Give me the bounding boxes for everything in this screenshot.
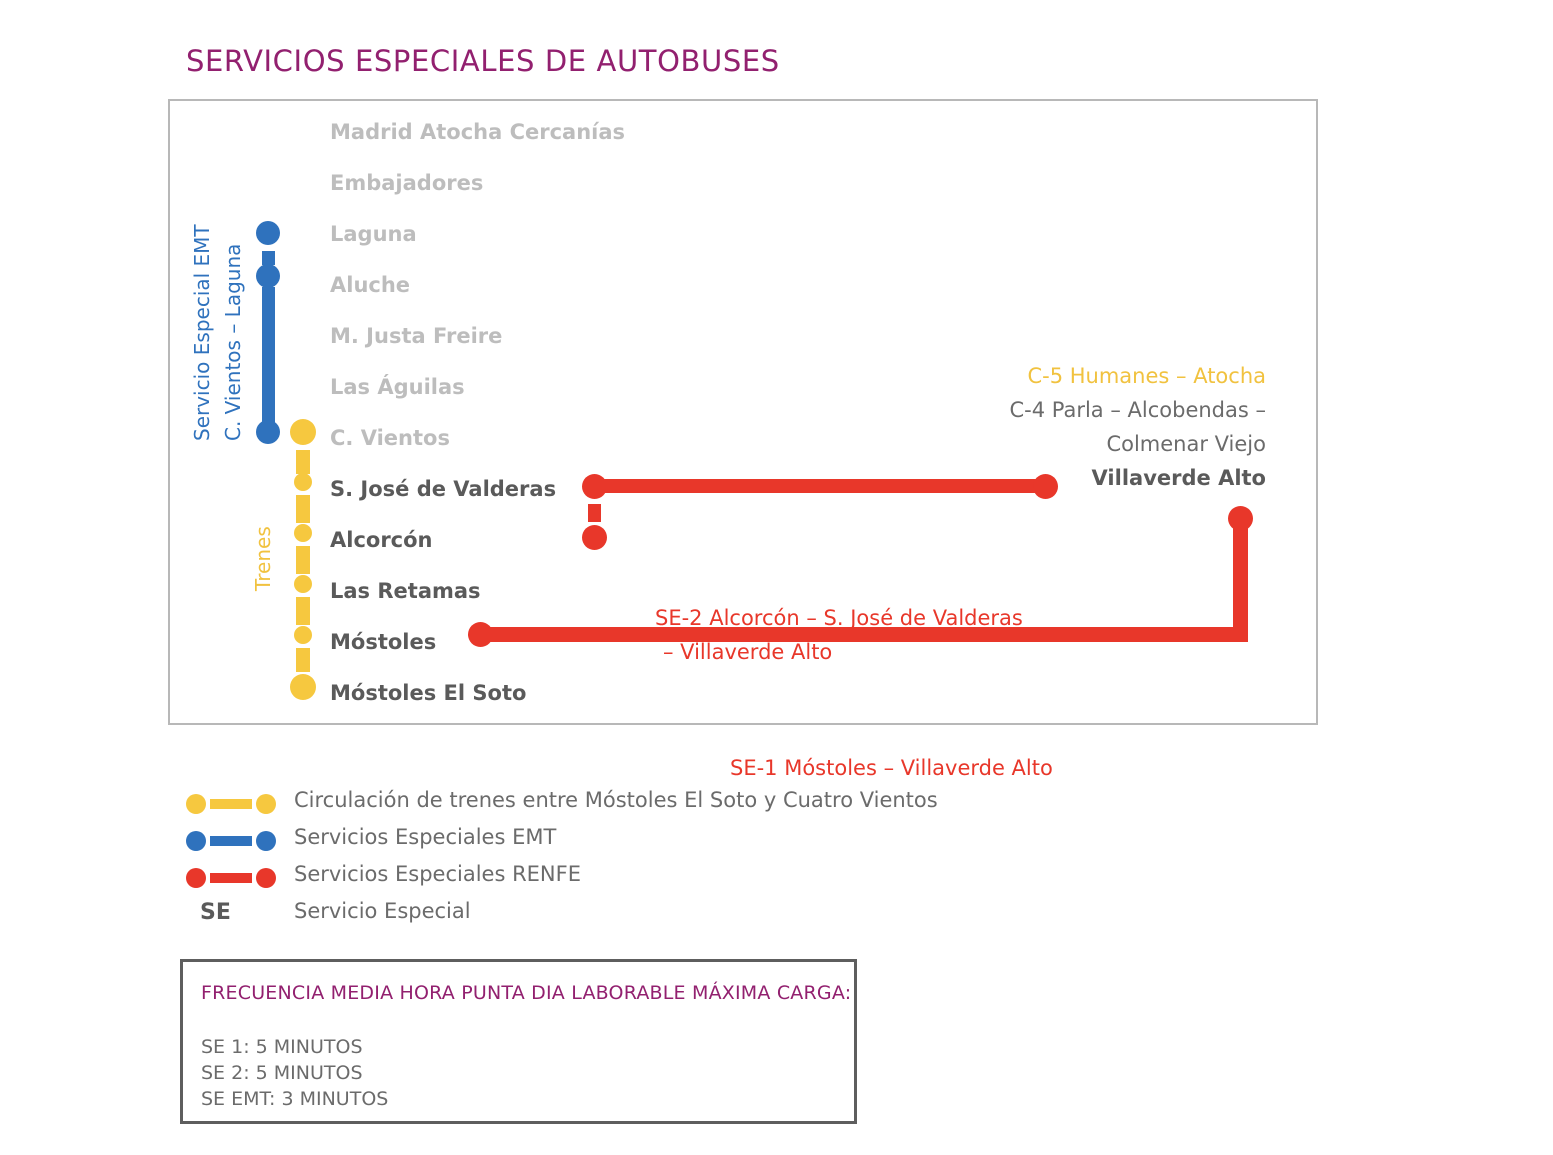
legend-label-servicio-especial: Servicio Especial <box>294 899 471 923</box>
se2-line-segment-horizontal <box>602 479 1043 493</box>
station-label-aluche: Aluche <box>330 273 411 297</box>
emt-route-label-line2: C. Vientos – Laguna <box>221 243 245 441</box>
page-title: SERVICIOS ESPECIALES DE AUTOBUSES <box>186 44 780 78</box>
se1-terminus-dot-villaverde-alto <box>1228 506 1253 531</box>
train-station-dot-mostoles <box>294 626 312 644</box>
label-c4-parla-alcobendas: C-4 Parla – Alcobendas – <box>1009 398 1266 422</box>
station-label-las-retamas: Las Retamas <box>330 579 481 603</box>
train-dash-segment <box>296 495 310 523</box>
label-c5-humanes-atocha: C-5 Humanes – Atocha <box>1027 364 1266 388</box>
cercanias-lines-labels: C-5 Humanes – Atocha C-4 Parla – Alcoben… <box>846 359 1266 495</box>
se-abbreviation-icon: SE <box>200 900 231 925</box>
train-dash-segment <box>296 546 310 574</box>
frequency-info-box: FRECUENCIA MEDIA HORA PUNTA DIA LABORABL… <box>180 959 857 1124</box>
station-label-madrid-atocha-cercanias: Madrid Atocha Cercanías <box>330 120 626 144</box>
train-dash-segment <box>296 648 310 672</box>
station-label-las-aguilas: Las Águilas <box>330 375 465 399</box>
emt-terminus-dot-laguna <box>256 221 280 245</box>
station-label-embajadores: Embajadores <box>330 171 484 195</box>
emt-station-dot-aluche <box>256 264 280 288</box>
red-line-marker-icon <box>186 868 276 888</box>
emt-line-segment <box>262 287 275 433</box>
train-terminus-dot-mostoles-el-soto <box>290 674 316 700</box>
yellow-line-marker-icon <box>186 794 276 814</box>
frequency-box-lines: SE 1: 5 MINUTOS SE 2: 5 MINUTOS SE EMT: … <box>201 1034 388 1112</box>
station-label-c-vientos: C. Vientos <box>330 426 450 450</box>
train-dash-segment <box>296 450 310 474</box>
blue-line-marker-icon <box>186 831 276 851</box>
se1-line-segment-horizontal <box>488 627 1248 642</box>
frequency-box-title: FRECUENCIA MEDIA HORA PUNTA DIA LABORABL… <box>201 982 852 1004</box>
se2-terminus-dot-villaverde-alto <box>1033 474 1058 499</box>
label-colmenar-viejo: Colmenar Viejo <box>1106 432 1266 456</box>
station-label-mostoles-el-soto: Móstoles El Soto <box>330 681 527 705</box>
station-label-mostoles: Móstoles <box>330 630 437 654</box>
legend-label-renfe: Servicios Especiales RENFE <box>294 862 581 886</box>
se2-route-caption-line2: – Villaverde Alto <box>663 640 833 664</box>
station-label-m-justa-freire: M. Justa Freire <box>330 324 503 348</box>
frequency-line-se2: SE 2: 5 MINUTOS <box>201 1062 363 1084</box>
train-station-dot-alcorcon <box>294 524 312 542</box>
station-label-alcorcon: Alcorcón <box>330 528 433 552</box>
se1-line-segment-vertical <box>1233 526 1248 642</box>
frequency-line-se-emt: SE EMT: 3 MINUTOS <box>201 1088 389 1110</box>
station-label-s-jose-de-valderas: S. José de Valderas <box>330 477 557 501</box>
frequency-line-se1: SE 1: 5 MINUTOS <box>201 1036 363 1058</box>
se2-route-caption-line1: SE-2 Alcorcón – S. José de Valderas <box>655 606 1023 630</box>
train-station-dot-san-jose-de-valderas <box>294 473 312 491</box>
train-terminus-dot-cuatro-vientos <box>290 419 316 445</box>
emt-dash-segment <box>262 251 275 265</box>
emt-route-label-line1: Servicio Especial EMT <box>190 224 214 441</box>
se2-terminus-dot-alcorcon <box>582 525 607 550</box>
train-station-dot-las-retamas <box>294 575 312 593</box>
train-dash-segment <box>296 597 310 625</box>
se2-dash-segment <box>588 504 601 522</box>
label-villaverde-alto: Villaverde Alto <box>1091 466 1266 490</box>
station-label-laguna: Laguna <box>330 222 417 246</box>
emt-terminus-dot-cuatro-vientos <box>256 420 280 444</box>
legend-label-emt: Servicios Especiales EMT <box>294 825 557 849</box>
diagram-panel: Servicio Especial EMT C. Vientos – Lagun… <box>168 99 1318 780</box>
se1-route-caption: SE-1 Móstoles – Villaverde Alto <box>730 756 1053 780</box>
train-route-label: Trenes <box>251 526 275 591</box>
legend-label-trains: Circulación de trenes entre Móstoles El … <box>294 788 938 812</box>
